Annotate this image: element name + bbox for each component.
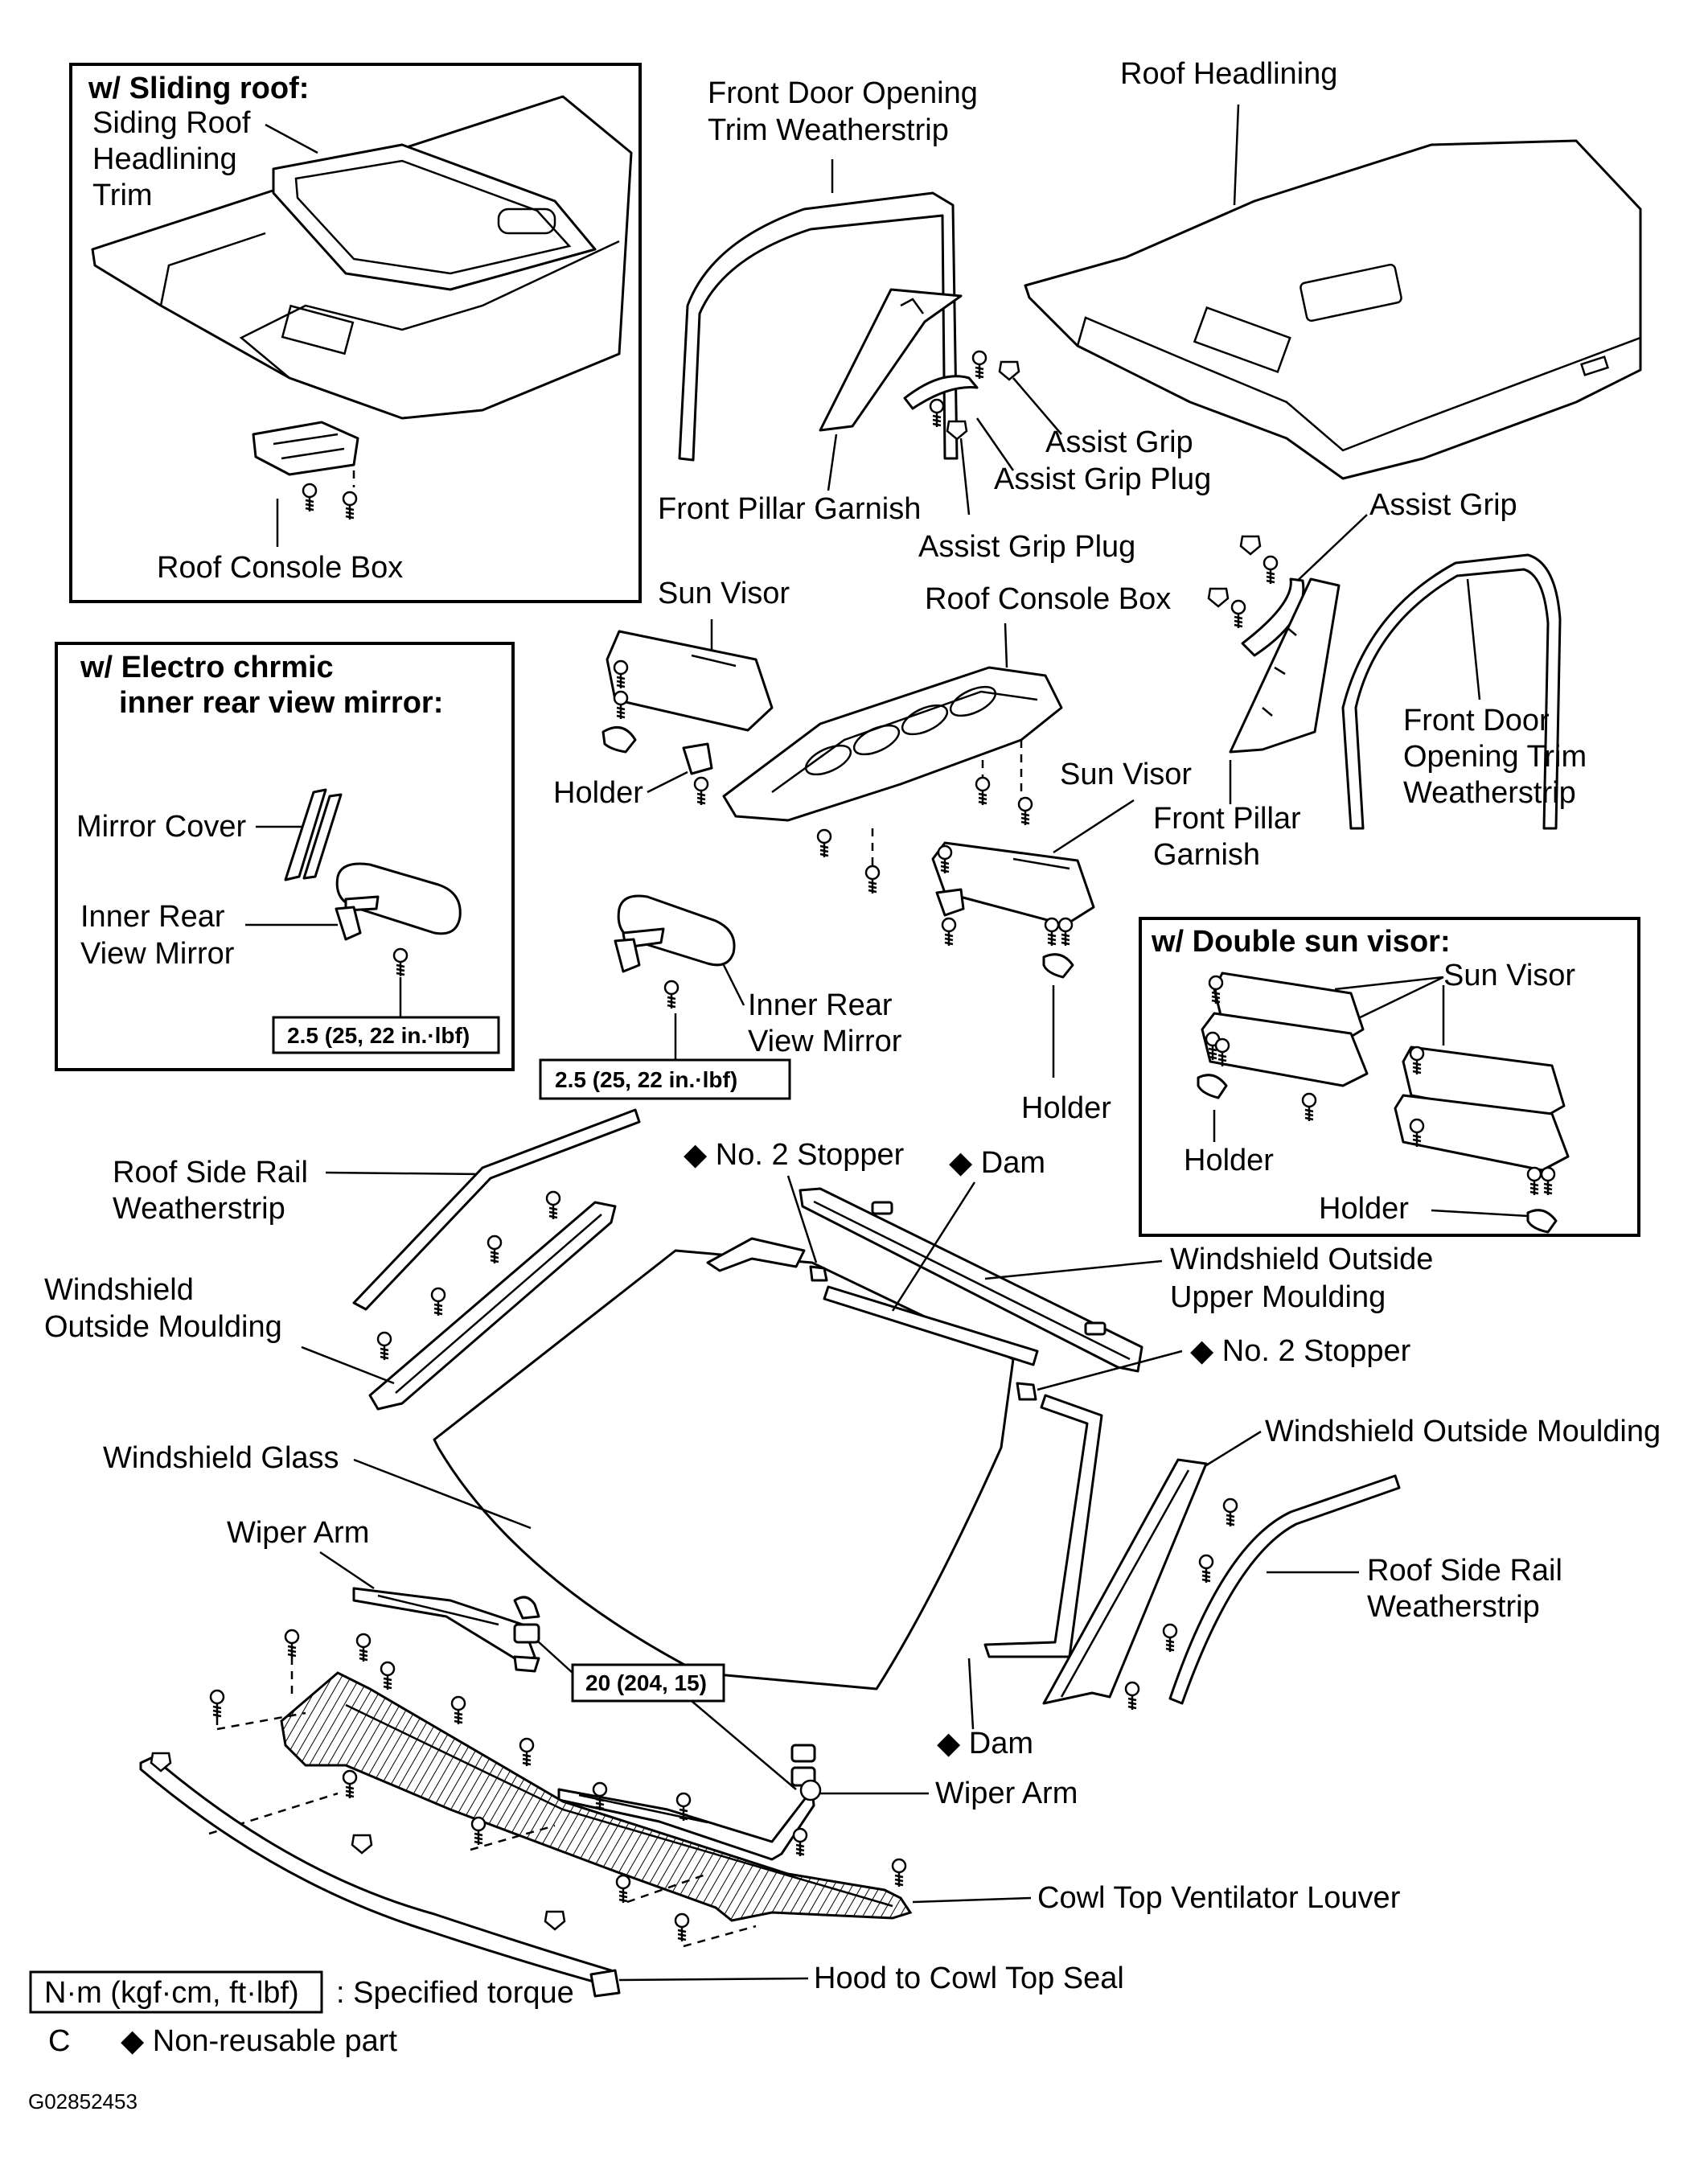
sun-visor-label-2: Sun Visor	[1060, 758, 1192, 791]
windshield-glass-label: Windshield Glass	[103, 1441, 339, 1475]
roof-side-rail-left: Roof Side Rail Weatherstrip	[113, 1108, 641, 1311]
roof-side-rail-right-label-2: Weatherstrip	[1367, 1590, 1540, 1624]
headlining-trim-label-1: Siding Roof	[92, 106, 251, 140]
inset-electro-mirror: w/ Electro chrmic inner rear view mirror…	[55, 642, 515, 1071]
roof-side-rail-right: Roof Side Rail Weatherstrip	[1168, 1474, 1562, 1705]
double-visor-holder-left-label: Holder	[1184, 1144, 1274, 1177]
assist-grip-top: Assist Grip Assist Grip Plug Assist Grip…	[903, 350, 1211, 564]
legend-letter: C	[48, 2024, 70, 2058]
front-door-trim-right-label-2: Opening Trim	[1403, 740, 1587, 774]
right-assist-grip-and-pillar: Assist Grip Front Pillar Garnish Front D…	[1153, 488, 1587, 872]
cowl-louver-label: Cowl Top Ventilator Louver	[1037, 1881, 1401, 1915]
hood-seal-label: Hood to Cowl Top Seal	[814, 1962, 1124, 1995]
windshield-glass: Windshield Glass	[103, 1249, 1015, 1691]
sun-visor-label-1: Sun Visor	[658, 577, 790, 610]
upper-moulding-label-2: Upper Moulding	[1170, 1280, 1386, 1314]
inset-sliding-roof: w/ Sliding roof: Siding Roof Headlining …	[69, 63, 642, 603]
front-pillar-garnish-left: Front Pillar Garnish	[658, 288, 963, 526]
assist-grip-label-2: Assist Grip	[1369, 488, 1517, 522]
wiper-torque-value: 20 (204, 15)	[585, 1670, 707, 1695]
stopper-label-1: ◆ No. 2 Stopper	[684, 1138, 905, 1172]
front-door-trim-label-2: Trim Weatherstrip	[708, 113, 949, 147]
mirror-cover-label: Mirror Cover	[76, 810, 246, 844]
headlining-trim-label-2: Headlining	[92, 142, 237, 176]
upper-moulding: Windshield Outside Upper Moulding	[799, 1187, 1433, 1373]
inset-frame	[69, 63, 642, 603]
legend-torque-desc: : Specified torque	[336, 1976, 574, 2010]
front-door-trim-label-1: Front Door Opening	[708, 76, 978, 110]
wiper-torque: 20 (204, 15)	[536, 1640, 797, 1790]
mirror-cover	[284, 788, 343, 881]
inner-mirror-label-2: View Mirror	[80, 937, 235, 971]
double-visor-holder-bottom-label: Holder	[1319, 1192, 1409, 1226]
dam-label-2: ◆ Dam	[937, 1727, 1033, 1760]
wiper-torque-box	[571, 1663, 725, 1703]
windshield-outside-moulding-right: Windshield Outside Moulding	[1042, 1415, 1661, 1711]
windshield-dam	[706, 1237, 1103, 1658]
assist-grip-plug-label-1: Assist Grip Plug	[994, 462, 1211, 496]
outside-moulding-right-label: Windshield Outside Moulding	[1265, 1415, 1661, 1448]
cowl-top-ventilator-louver: Cowl Top Ventilator Louver	[208, 1629, 1401, 1948]
legend: N·m (kgf·cm, ft·lbf) : Specified torque …	[28, 1970, 574, 2114]
assist-grip-label-1: Assist Grip	[1045, 425, 1193, 459]
torque-value: 2.5 (25, 22 in.·lbf)	[287, 1023, 470, 1048]
stopper-label-2: ◆ No. 2 Stopper	[1190, 1334, 1411, 1368]
outside-moulding-left-label-1: Windshield	[44, 1273, 194, 1307]
mirror-torque-value: 2.5 (25, 22 in.·lbf)	[555, 1067, 737, 1092]
wiper-arm-left: Wiper Arm	[227, 1516, 540, 1673]
mirror-torque-box	[539, 1058, 791, 1100]
wiper-arm-right: Wiper Arm	[557, 1744, 1078, 1861]
roof-side-rail-label-1: Roof Side Rail	[113, 1156, 308, 1189]
front-pillar-garnish-2-label-2: Garnish	[1153, 838, 1260, 872]
front-pillar-garnish-2-label-1: Front Pillar	[1153, 802, 1301, 836]
wiper-arm-label-1: Wiper Arm	[227, 1516, 369, 1550]
legend-torque-unit: N·m (kgf·cm, ft·lbf)	[44, 1976, 299, 2010]
holder-label-1: Holder	[553, 776, 643, 810]
windshield-outside-moulding-left: Windshield Outside Moulding	[44, 1190, 617, 1411]
upper-moulding-label-1: Windshield Outside	[1170, 1243, 1433, 1276]
inner-mirror-label-1: Inner Rear	[748, 988, 893, 1022]
inset-frame	[1139, 917, 1640, 1237]
wiper-arm-label-2: Wiper Arm	[935, 1777, 1078, 1810]
roof-side-rail-label-2: Weatherstrip	[113, 1192, 285, 1226]
roof-console-box: Roof Console Box	[722, 582, 1171, 895]
roof-headlining-label: Roof Headlining	[1120, 57, 1337, 91]
inset-header-line-1: w/ Electro chrmic	[80, 651, 334, 684]
inset-header-line-2: inner rear view mirror:	[119, 686, 443, 720]
headlining-trim-label-3: Trim	[92, 179, 153, 212]
legend-torque-box	[29, 1970, 323, 2014]
sun-visor-left: Sun Visor	[601, 577, 790, 807]
inset-frame	[55, 642, 515, 1071]
sun-visor-right: Sun Visor Holder	[931, 758, 1192, 1125]
front-door-trim-right-label-3: Weatherstrip	[1403, 776, 1576, 810]
front-door-trim-right-label-1: Front Door	[1403, 704, 1550, 737]
dam-label-1: ◆ Dam	[949, 1146, 1045, 1180]
holder-label-2: Holder	[1021, 1091, 1111, 1125]
inner-rear-view-mirror: Inner Rear View Mirror 2.5 (25, 22 in.·l…	[539, 894, 902, 1100]
roof-console-box-label: Roof Console Box	[925, 582, 1171, 616]
inset-leaders	[265, 123, 318, 547]
front-door-trim-weatherstrip-top: Front Door Opening Trim Weatherstrip	[678, 76, 978, 462]
assist-grip-plug-label-2: Assist Grip Plug	[918, 530, 1135, 564]
hood-to-cowl-top-seal: Hood to Cowl Top Seal	[139, 1752, 1124, 1998]
inner-mirror-label-2: View Mirror	[748, 1025, 902, 1058]
front-pillar-garnish-label: Front Pillar Garnish	[658, 492, 921, 526]
roof-headlining: Roof Headlining	[1024, 57, 1642, 480]
inset-header: w/ Sliding roof:	[88, 72, 309, 105]
inset-double-sun-visor: w/ Double sun visor: Sun Visor Holder Ho…	[1139, 917, 1640, 1237]
console-box-label: Roof Console Box	[157, 551, 403, 585]
legend-nonreusable: ◆ Non-reusable part	[121, 2024, 397, 2058]
torque-box	[272, 1016, 500, 1054]
roof-side-rail-right-label-1: Roof Side Rail	[1367, 1554, 1562, 1588]
double-visor-sun-visor-label: Sun Visor	[1443, 959, 1575, 992]
inner-mirror-label-1: Inner Rear	[80, 900, 225, 934]
sliding-roof-trim-frame	[272, 143, 597, 291]
inset-header: w/ Double sun visor:	[1151, 925, 1451, 959]
diagram-code: G02852453	[28, 2089, 138, 2114]
outside-moulding-left-label-2: Outside Moulding	[44, 1310, 282, 1344]
